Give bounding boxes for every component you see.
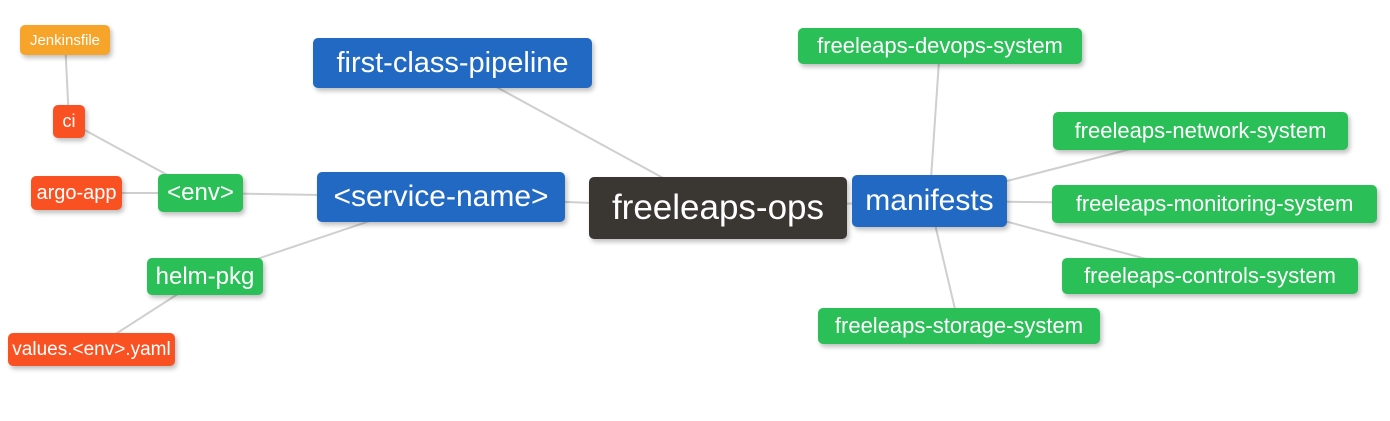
node-env[interactable]: <env> — [158, 174, 243, 212]
node-controls-system[interactable]: freeleaps-controls-system — [1062, 258, 1358, 294]
node-label: freeleaps-network-system — [1074, 118, 1327, 143]
node-label: manifests — [865, 184, 994, 217]
node-devops-system[interactable]: freeleaps-devops-system — [798, 28, 1082, 64]
node-label: freeleaps-controls-system — [1084, 263, 1336, 288]
node-label: freeleaps-storage-system — [834, 313, 1084, 338]
node-ci[interactable]: ci — [53, 105, 85, 138]
node-network-system[interactable]: freeleaps-network-system — [1053, 112, 1348, 150]
node-freeleaps-ops[interactable]: freeleaps-ops — [589, 177, 847, 239]
node-label: Jenkinsfile — [29, 31, 101, 49]
node-label: ci — [62, 111, 76, 131]
node-label: argo-app — [36, 181, 117, 204]
node-label: helm-pkg — [155, 262, 255, 290]
node-monitoring-system[interactable]: freeleaps-monitoring-system — [1052, 185, 1377, 223]
node-manifests[interactable]: manifests — [852, 175, 1007, 227]
node-argo-app[interactable]: argo-app — [31, 176, 122, 210]
node-label: <env> — [167, 179, 234, 206]
node-label: freeleaps-devops-system — [817, 33, 1063, 58]
node-label: first-class-pipeline — [336, 46, 569, 79]
node-storage-system[interactable]: freeleaps-storage-system — [818, 308, 1100, 344]
node-label: <service-name> — [333, 180, 549, 213]
node-helm-pkg[interactable]: helm-pkg — [147, 258, 263, 295]
node-first-class-pipeline[interactable]: first-class-pipeline — [313, 38, 592, 88]
node-service-name[interactable]: <service-name> — [317, 172, 565, 222]
node-jenkinsfile[interactable]: Jenkinsfile — [20, 25, 110, 55]
node-label: values.<env>.yaml — [12, 338, 171, 360]
node-label: freeleaps-ops — [611, 188, 825, 227]
node-label: freeleaps-monitoring-system — [1075, 191, 1354, 216]
node-values-env-yaml[interactable]: values.<env>.yaml — [8, 333, 175, 366]
